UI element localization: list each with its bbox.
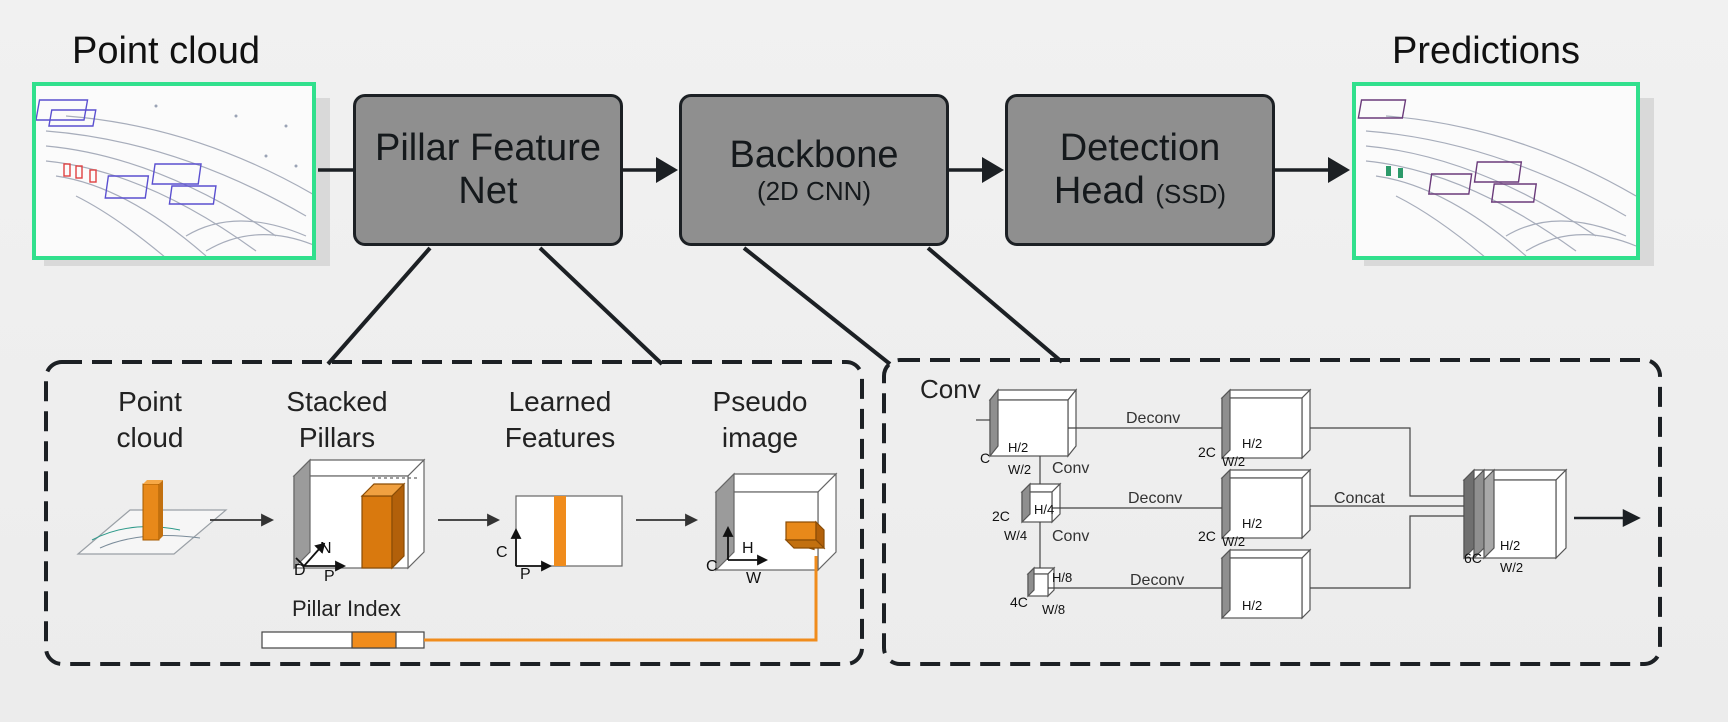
dim-w2: W/2 [1222,534,1246,549]
stage-label-line1: Stacked [286,386,388,417]
deconv-label-1: Deconv [1126,410,1181,427]
predictions-thumbnail [1352,82,1640,260]
stacked-pillars-cube [292,458,426,570]
stage-pseudo-image-label: Pseudo image [700,384,820,457]
stage-point-cloud-label: Point cloud [90,384,210,457]
dim-w4: W/4 [1004,528,1028,543]
stage-label-line1: Learned [508,386,612,417]
pillar-feature-net-block: Pillar Feature Net [353,94,623,246]
axis-c: C [496,544,508,561]
stage-stacked-pillars-label: Stacked Pillars [262,384,412,457]
predictions-scene [1357,99,1636,256]
pseudo-image-cube [714,472,838,572]
backbone-conv-title: Conv [920,374,981,404]
dim-2c: 2C [992,508,1010,524]
dim-h2: H/2 [1008,440,1029,455]
zoom-line-left-a [326,246,432,366]
dim-w8: W/8 [1042,602,1066,617]
output-title: Predictions [1392,30,1580,72]
input-title: Point cloud [72,30,261,72]
stage-label-line1: Pseudo [712,386,808,417]
deconv-label-2: Deconv [1128,490,1183,507]
dim-2c: 2C [1198,444,1216,460]
block-label-line1: Detection [1059,127,1221,170]
stage-label-line2: Features [504,422,616,454]
arrow-head-icon [1328,157,1350,183]
dim-h2: H/2 [1242,436,1263,451]
dim-c: C [980,450,991,466]
dim-6c: 6C [1464,550,1482,566]
dim-4c: 4C [1010,594,1028,610]
dim-w2: W/2 [1500,560,1524,575]
axis-n: N [320,540,332,557]
stage-label-line2: cloud [116,422,184,454]
stage-label-line1: Point [118,386,182,417]
detection-head-block: Detection Head (SSD) [1005,94,1275,246]
deconv-label-3: Deconv [1130,572,1185,589]
arrow-head-icon [982,157,1004,183]
axis-d: D [294,562,306,579]
axis-p: P [324,568,335,585]
backbone-block: Backbone (2D CNN) [679,94,949,246]
stage-learned-features-label: Learned Features [480,384,640,457]
block-label-line1: Backbone [729,134,899,177]
point-cloud-scene [36,99,312,256]
stage-label-line2: Pillars [298,422,376,454]
pillar-index-bar [261,556,818,649]
dim-h2: H/2 [1242,516,1263,531]
dim-w2: W/2 [1222,454,1246,469]
dim-w2: W/2 [1008,462,1032,477]
concat-label: Concat [1334,490,1385,507]
stage-label-line2: image [721,422,799,454]
axis-c: C [706,558,718,575]
conv-label-2: Conv [1052,528,1090,545]
pillar-index-label: Pillar Index [292,596,401,621]
zoom-line-right-a [742,246,892,366]
dim-h2: H/2 [1242,598,1263,613]
dim-h8: H/8 [1052,570,1073,585]
axis-p: P [520,566,531,583]
block-sublabel: (2D CNN) [756,175,872,206]
point-cloud-mini [76,480,228,555]
block-label-line2: Head [1053,170,1145,212]
conv-label-1: Conv [1052,460,1090,477]
point-cloud-thumbnail [32,82,316,260]
zoom-line-right-b [926,246,1064,364]
zoom-line-left-b [538,246,664,366]
learned-features-panel [515,495,623,567]
axis-h: H [742,540,754,557]
dim-h4: H/4 [1034,502,1055,517]
dim-2c: 2C [1198,528,1216,544]
axis-w: W [746,570,762,587]
block-sublabel: (SSD) [1155,179,1227,209]
arrow-head-icon [656,157,678,183]
block-label-line1: Pillar Feature [375,127,601,170]
backbone-panel [882,358,1662,666]
dim-h2: H/2 [1500,538,1521,553]
pillar-feature-net-panel [44,360,864,666]
block-label-line2: Net [458,170,518,212]
